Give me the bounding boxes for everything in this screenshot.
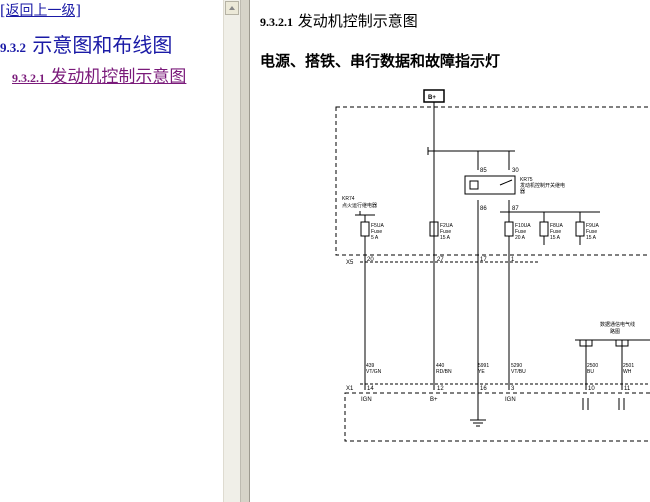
section-title: 示意图和布线图: [32, 33, 173, 57]
x1-pin-3: 3: [511, 386, 515, 392]
comm-label-2: 路图: [610, 328, 620, 335]
x5-pin-20: 20: [367, 257, 374, 263]
wiring-diagram: B+ KR74 点火运行继电器 KR75 发动机控制开关继电 器 85 30 8…: [335, 89, 650, 442]
x1-pin-10: 10: [588, 386, 595, 392]
fuse-1-id: F5UA: [371, 223, 384, 229]
x1-label-ign-2: IGN: [505, 397, 516, 403]
fuse-1-type: Fuse: [371, 229, 382, 235]
page-title-text: 发动机控制示意图: [297, 12, 418, 30]
x5-pin-27: 27: [437, 257, 444, 263]
x5-pin-1: 1: [511, 257, 515, 263]
relay-ignition-name: 点火运行继电器: [342, 202, 377, 209]
relay-ignition-id: KR74: [342, 196, 355, 202]
wire-1-circuit: 439: [366, 363, 375, 369]
relay-pin-85: 85: [480, 168, 487, 174]
x1-pin-14: 14: [367, 386, 374, 392]
connector-x1-label: X1: [346, 386, 354, 392]
wire-3-color: YE: [478, 369, 485, 375]
relay-pin-87: 87: [512, 206, 519, 212]
fuse-2-id: F2UA: [440, 223, 453, 229]
wire-5-circuit: 2500: [587, 363, 598, 369]
wire-5-color: BU: [587, 369, 594, 375]
x1-label-bplus: B+: [430, 397, 438, 403]
fuse-1-rating: 5 A: [371, 235, 379, 241]
fuse-2-type: Fuse: [440, 229, 451, 235]
fuse-5-rating: 15 A: [586, 235, 597, 241]
relay-pin-86: 86: [480, 206, 487, 212]
fuse-3-id: F10UA: [515, 223, 531, 229]
fuse-4-rating: 15 A: [550, 235, 561, 241]
relay-main-name-2: 器: [520, 189, 525, 195]
scroll-up-icon[interactable]: [225, 1, 239, 15]
wire-4-circuit: 5290: [511, 363, 522, 369]
wire-6-circuit: 2501: [623, 363, 634, 369]
x5-pin-17: 17: [480, 257, 487, 263]
section-heading[interactable]: 9.3.2 示意图和布线图: [0, 29, 172, 58]
wire-2-color: RD/BN: [436, 369, 452, 375]
wire-2-circuit: 440: [436, 363, 445, 369]
wire-3-circuit: 5991: [478, 363, 489, 369]
relay-main-id: KR75: [520, 177, 533, 183]
x1-pin-16: 16: [480, 386, 487, 392]
fuse-3-type: Fuse: [515, 229, 526, 235]
nav-frame: [返回上一级] 9.3.2 示意图和布线图 9.3.2.1 发动机控制示意图: [0, 0, 223, 502]
back-link[interactable]: [返回上一级]: [0, 3, 81, 19]
wire-4-color: VT/BU: [511, 369, 526, 375]
fuse-5-type: Fuse: [586, 229, 597, 235]
relay-pin-30: 30: [512, 168, 519, 174]
fuse-4-type: Fuse: [550, 229, 561, 235]
wire-6-color: WH: [623, 369, 632, 375]
content-frame: 9.3.2.1 发动机控制示意图 电源、搭铁、串行数据和故障指示灯: [250, 0, 650, 502]
connector-x5-label: X5: [346, 260, 354, 266]
x1-pin-12: 12: [437, 386, 444, 392]
nav-scrollbar[interactable]: [223, 0, 240, 502]
comm-label-1: 数据通信电气线: [600, 321, 635, 328]
wire-1-color: VT/GN: [366, 369, 382, 375]
section-number: 9.3.2: [0, 40, 26, 55]
frame-splitter[interactable]: [240, 0, 250, 502]
page-title: 9.3.2.1 发动机控制示意图: [260, 10, 418, 31]
x1-pin-11: 11: [624, 386, 631, 392]
relay-symbol: [464, 175, 516, 195]
subsection-link[interactable]: 9.3.2.1 发动机控制示意图: [12, 62, 186, 87]
subsection-number: 9.3.2.1: [12, 71, 45, 85]
fuse-5-id: F9UA: [586, 223, 599, 229]
subsection-title: 发动机控制示意图: [50, 67, 187, 87]
battery-label: B+: [428, 95, 436, 101]
diagram-subtitle: 电源、搭铁、串行数据和故障指示灯: [260, 52, 501, 70]
relay-main-name: 发动机控制开关继电: [520, 182, 565, 189]
fuse-box-outline: [335, 106, 650, 256]
page-title-number: 9.3.2.1: [260, 15, 293, 29]
module-outline: [344, 392, 650, 442]
fuse-3-rating: 20 A: [515, 235, 526, 241]
fuse-4-id: F8UA: [550, 223, 563, 229]
x1-label-ign-1: IGN: [361, 397, 372, 403]
fuse-2-rating: 15 A: [440, 235, 451, 241]
